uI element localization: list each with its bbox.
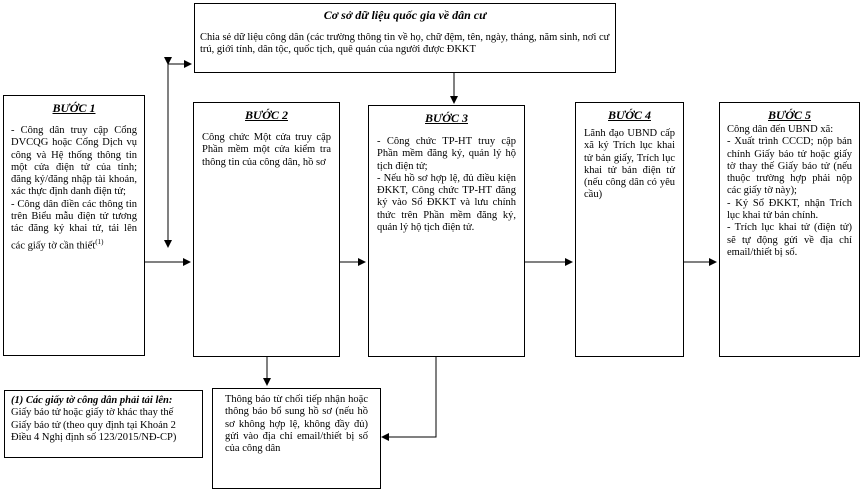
- step5-line-4: - Trích lục khai tử (điện tử) sẽ tự động…: [727, 222, 852, 258]
- reject-body: Thông báo từ chối tiếp nhận hoặc thông b…: [225, 394, 368, 455]
- step1-line-2-wrap: - Công dân điền các thông tin trên Biểu …: [11, 199, 137, 253]
- step5-line-1: Công dân đến UBND xã:: [727, 124, 834, 135]
- note-title: (1) Các giấy tờ công dân phải tải lên:: [11, 395, 173, 406]
- arrow-step3-to-reject: [381, 356, 437, 441]
- required-documents-note: (1) Các giấy tờ công dân phải tải lên: G…: [4, 390, 203, 458]
- step4-title: BƯỚC 4: [608, 108, 651, 122]
- step2-box: BƯỚC 2 Công chức Một cửa truy cập Phần m…: [193, 102, 340, 357]
- step5-box: BƯỚC 5 Công dân đến UBND xã: - Xuất trìn…: [719, 102, 860, 357]
- step3-box: BƯỚC 3 - Công chức TP-HT truy cập Phần m…: [368, 105, 525, 357]
- step1-footnote-mark: (1): [95, 237, 104, 246]
- step5-line-3: - Ký Sổ ĐKKT, nhận Trích lục khai tử bản…: [727, 197, 852, 222]
- note-body: Giấy báo tử hoặc giấy tờ khác thay thế G…: [11, 407, 177, 443]
- step3-line-2: - Nếu hồ sơ hợp lệ, đủ điều kiện ĐKKT, C…: [377, 172, 516, 234]
- reject-notification-box: Thông báo từ chối tiếp nhận hoặc thông b…: [212, 388, 381, 489]
- step2-body: Công chức Một cửa truy cập Phần mềm một …: [202, 132, 331, 168]
- step1-line-1: - Công dân truy cập Cổng DVCQG hoặc Cổng…: [11, 125, 137, 198]
- step1-title: BƯỚC 1: [52, 101, 96, 115]
- step2-title: BƯỚC 2: [245, 108, 288, 122]
- step5-line-2: - Xuất trình CCCD; nộp bản chính Giấy bá…: [727, 136, 852, 197]
- step3-title: BƯỚC 3: [425, 111, 468, 125]
- step5-title: BƯỚC 5: [768, 108, 811, 122]
- step1-box: BƯỚC 1 - Công dân truy cập Cổng DVCQG ho…: [3, 95, 145, 356]
- database-body: Chia sẻ dữ liệu công dân (các trường thô…: [200, 32, 610, 56]
- database-title: Cơ sở dữ liệu quốc gia về dân cư: [323, 8, 487, 22]
- step1-line-2: - Công dân điền các thông tin trên Biểu …: [11, 198, 137, 252]
- step3-line-1: - Công chức TP-HT truy cập Phần mềm đăng…: [377, 136, 516, 172]
- national-population-database-box: Cơ sở dữ liệu quốc gia về dân cư Chia sẻ…: [194, 3, 616, 73]
- step4-body: Lãnh đạo UBND cấp xã ký Trích lục khai t…: [584, 128, 675, 201]
- step4-box: BƯỚC 4 Lãnh đạo UBND cấp xã ký Trích lục…: [575, 102, 684, 357]
